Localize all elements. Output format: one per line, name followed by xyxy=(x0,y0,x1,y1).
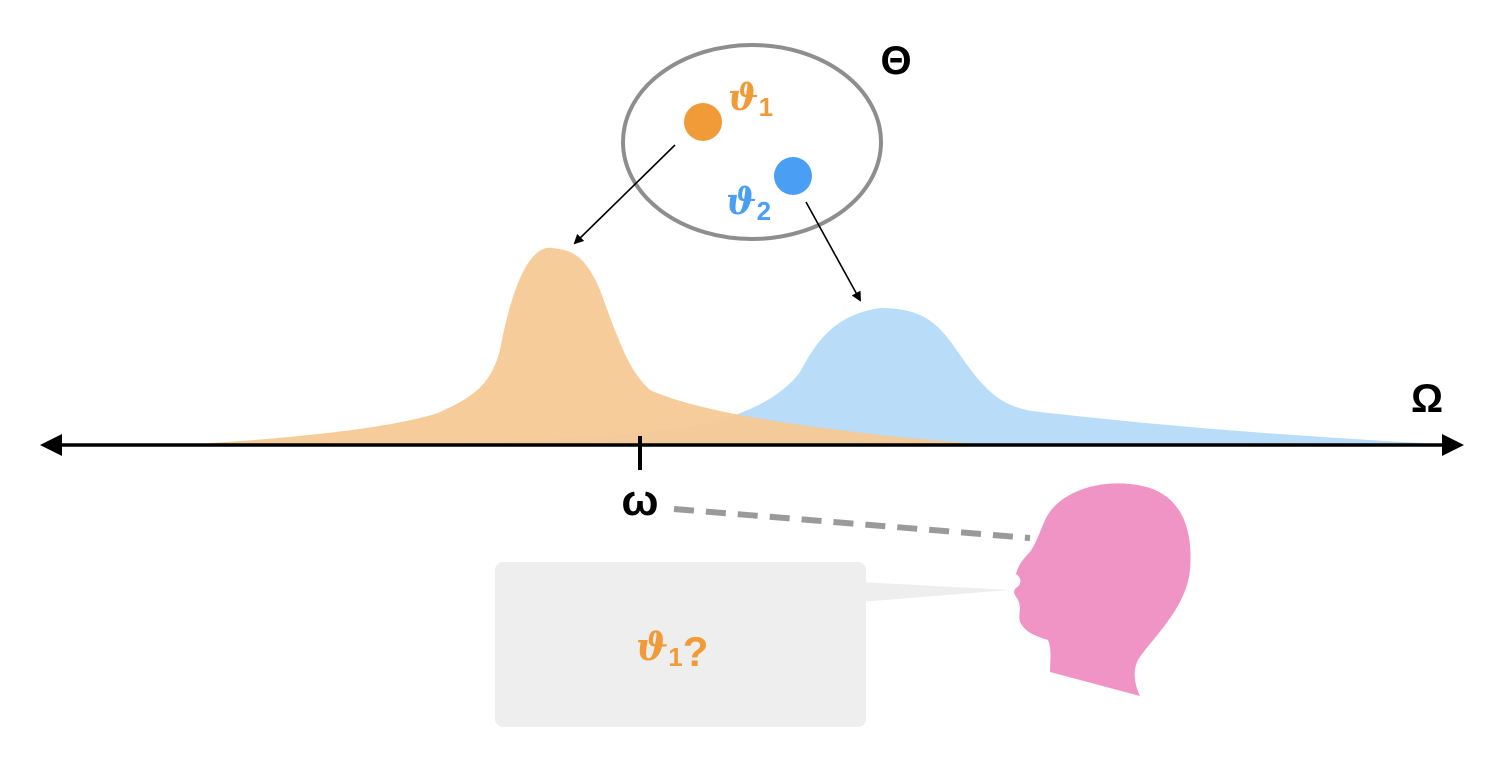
theta2-distribution xyxy=(420,308,1460,445)
speech-bubble xyxy=(495,562,1010,727)
axis-left-arrowhead xyxy=(40,434,62,456)
speech-bubble-text: ϑ1? xyxy=(636,624,708,675)
parameter-space-ellipse xyxy=(621,43,883,241)
theta2-point xyxy=(774,157,812,195)
parameter-space-label: Θ xyxy=(880,39,911,83)
axis-right-arrowhead xyxy=(1442,434,1464,456)
outcome-space-label: Ω xyxy=(1411,377,1443,421)
person-head-icon xyxy=(1014,483,1191,696)
gaze-dashed-line xyxy=(673,506,1031,541)
theta1-point xyxy=(684,103,722,141)
theta1-mapping-arrow xyxy=(573,144,676,245)
theta1-distribution xyxy=(180,247,1000,445)
theta2-mapping-arrow xyxy=(805,201,861,302)
theta2-label: ϑ2 xyxy=(726,181,771,226)
theta1-label: ϑ1 xyxy=(728,77,773,122)
observation-label: ω xyxy=(621,476,658,525)
